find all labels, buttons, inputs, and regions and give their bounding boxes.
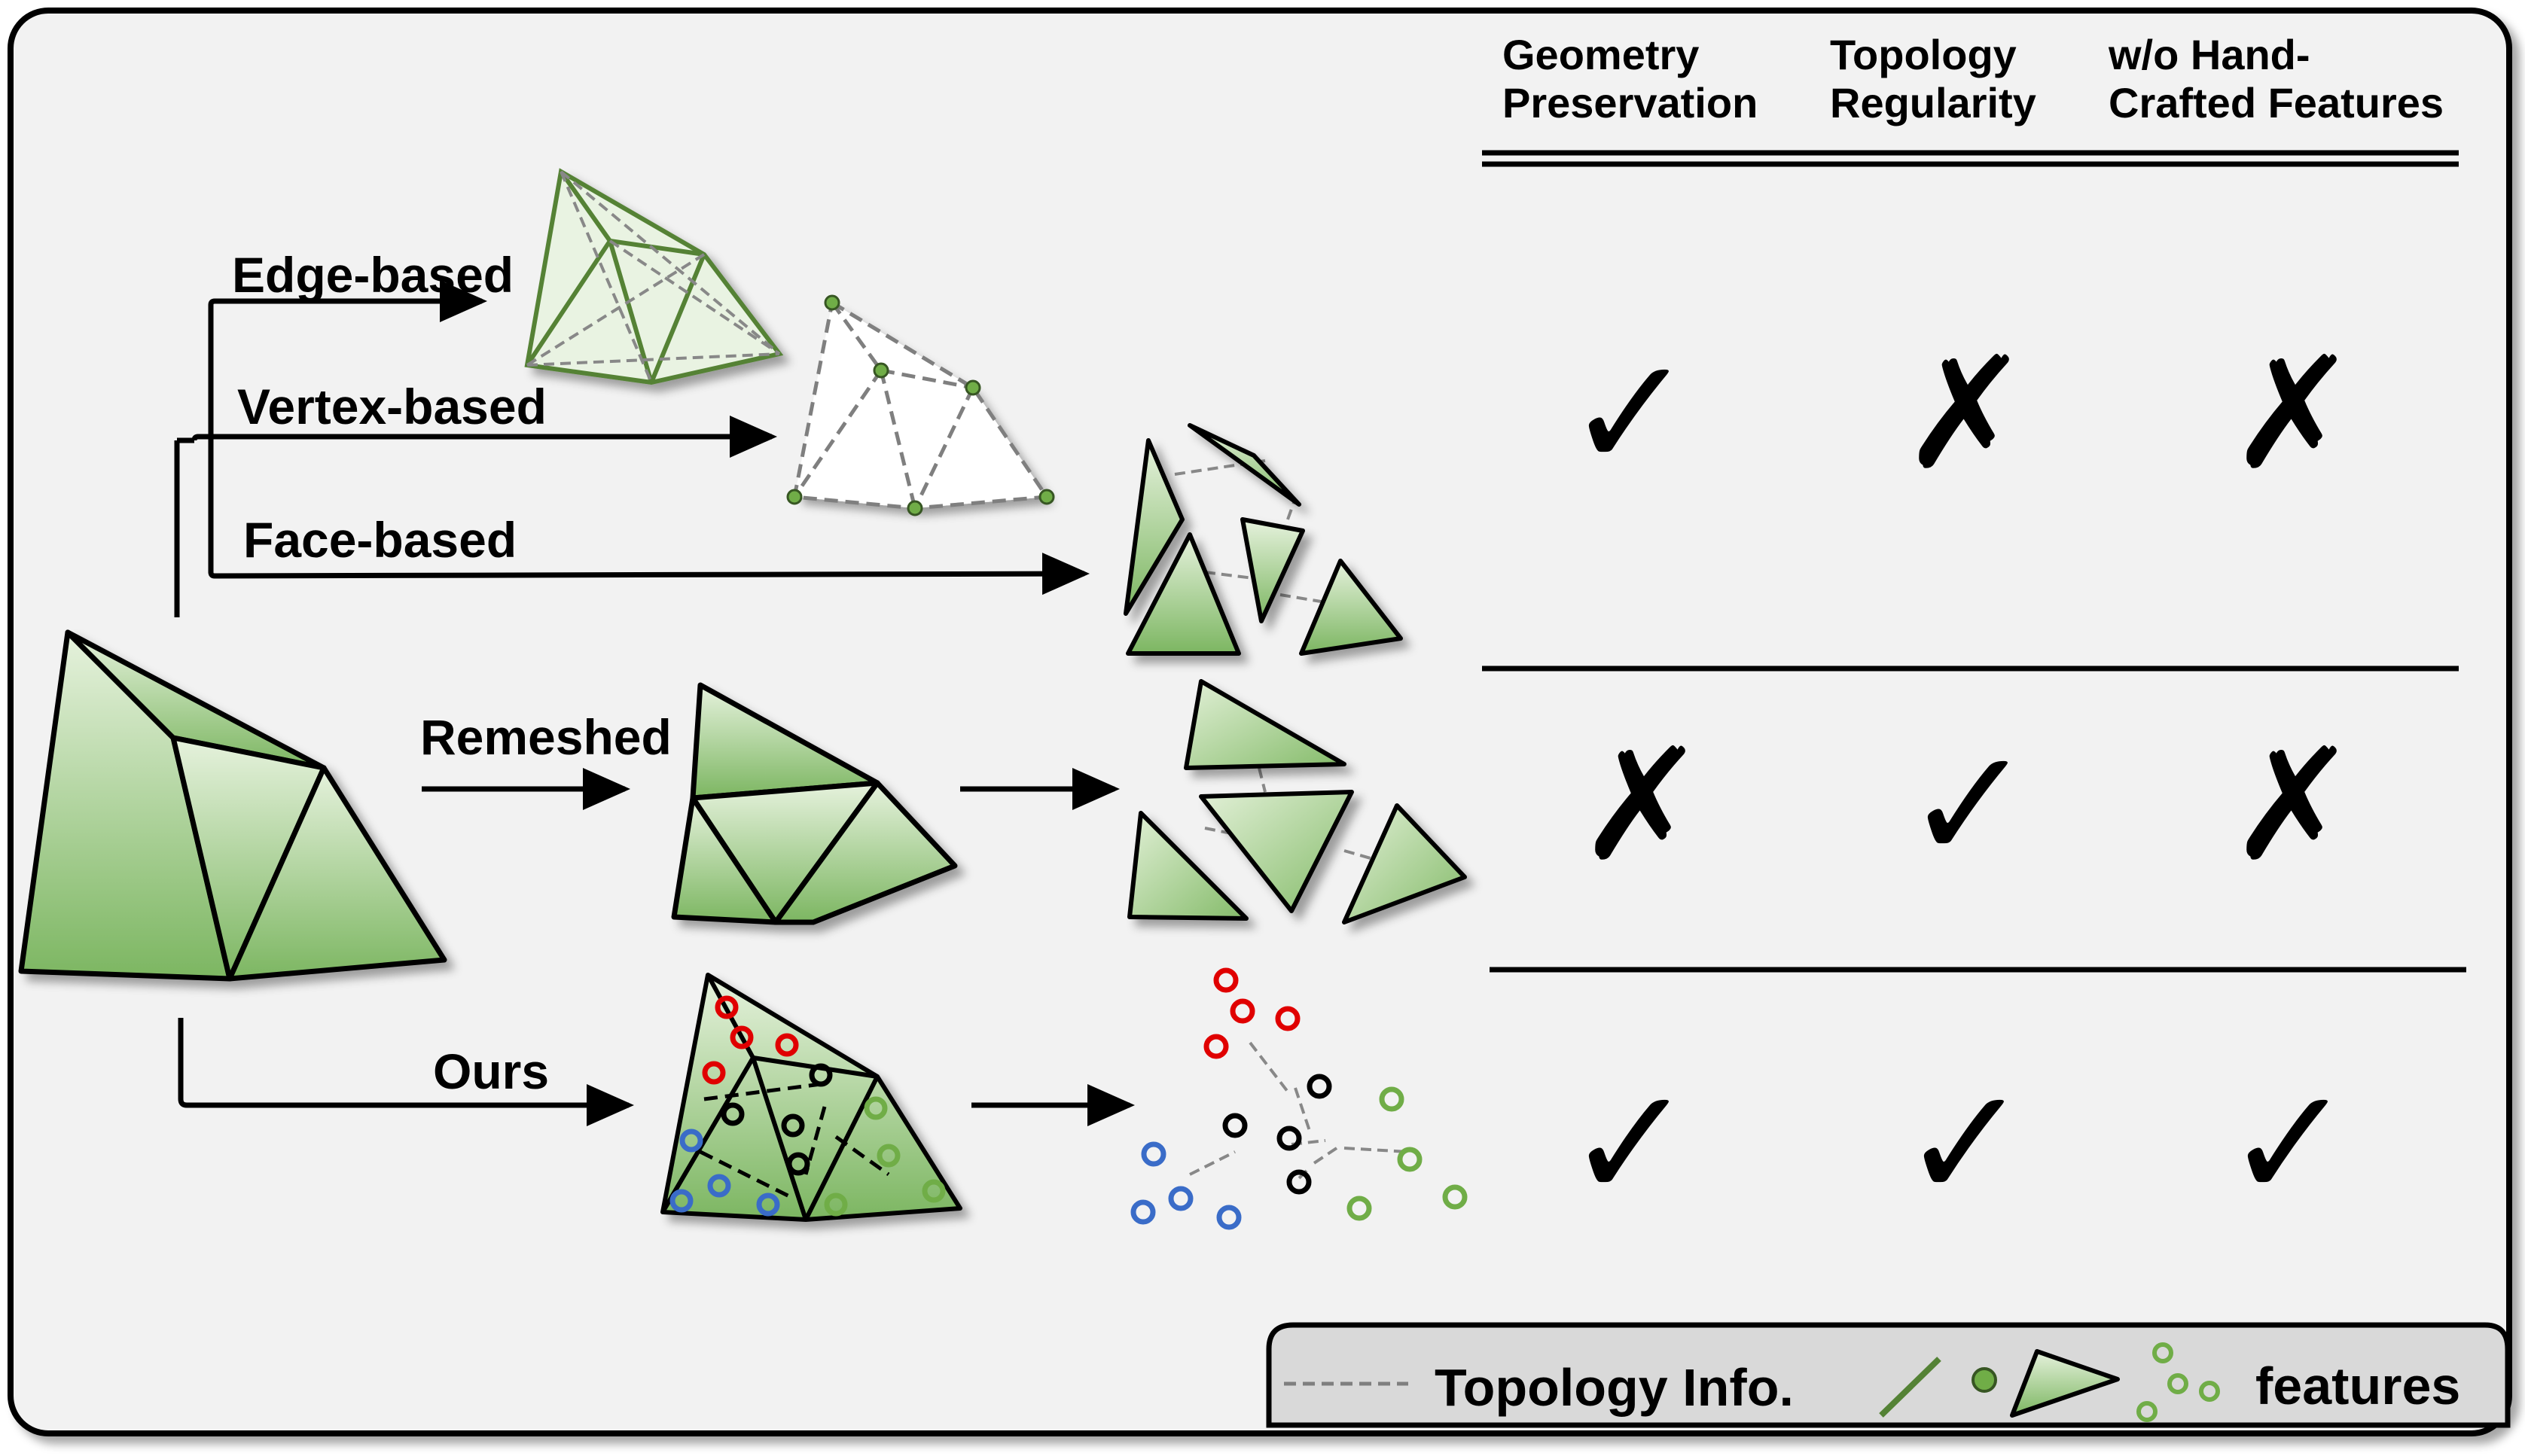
row2-topology-check-icon: ✓ — [1904, 716, 2034, 895]
edge-feature-icon — [1879, 1357, 1941, 1418]
header-without-handcrafted-features: w/o Hand- Crafted Features — [2108, 31, 2444, 126]
legend-topology-info: Topology Info. — [1435, 1358, 1794, 1417]
table-header: Geometry Preservation Topology Regularit… — [1502, 31, 2444, 126]
label-remeshed: Remeshed — [420, 709, 672, 765]
face-feature-icon — [2010, 1349, 2120, 1418]
row1-geometry-check-icon: ✓ — [1566, 324, 1695, 504]
source-mesh-icon — [18, 629, 447, 982]
point-feature-icon — [2136, 1342, 2220, 1422]
vertex-based-mesh-icon — [786, 294, 1055, 516]
label-edge-based: Edge-based — [232, 247, 514, 303]
row3-handcrafted-check-icon: ✓ — [2225, 1055, 2354, 1234]
edge-based-mesh-icon — [524, 168, 784, 385]
label-face-based: Face-based — [243, 512, 517, 568]
row1-handcrafted-cross-icon: ✗ — [2228, 324, 2358, 504]
label-vertex-based: Vertex-based — [237, 379, 547, 434]
row3-geometry-check-icon: ✓ — [1566, 1055, 1695, 1234]
row3-topology-check-icon: ✓ — [1901, 1055, 2030, 1234]
legend: Topology Info. features — [1266, 1322, 2511, 1428]
remeshed-mesh-icon — [671, 682, 958, 925]
row2-geometry-cross-icon: ✗ — [1577, 716, 1706, 895]
ours-feature-points-icon — [669, 995, 946, 1217]
legend-features: features — [2255, 1357, 2460, 1415]
remeshed-triangles-icon — [1127, 679, 1467, 924]
vertex-dot-icon — [786, 294, 1055, 516]
vertex-feature-icon — [1972, 1367, 1997, 1393]
ours-scattered-features-icon — [1130, 967, 1468, 1230]
row2-handcrafted-cross-icon: ✗ — [2228, 716, 2358, 895]
branch-arrows — [174, 280, 1135, 1126]
row1-topology-cross-icon: ✗ — [1901, 324, 2030, 504]
header-geometry-preservation: Geometry Preservation — [1502, 31, 1758, 126]
header-topology-regularity: Topology Regularity — [1830, 31, 2036, 126]
marks: ✓ ✗ ✗ ✗ ✓ ✗ ✓ ✓ ✓ — [1566, 324, 2358, 1234]
legend-box — [1266, 1322, 2511, 1428]
face-based-triangles-icon — [1124, 423, 1403, 656]
ours-mesh-icon — [660, 973, 962, 1222]
label-ours: Ours — [433, 1043, 549, 1099]
